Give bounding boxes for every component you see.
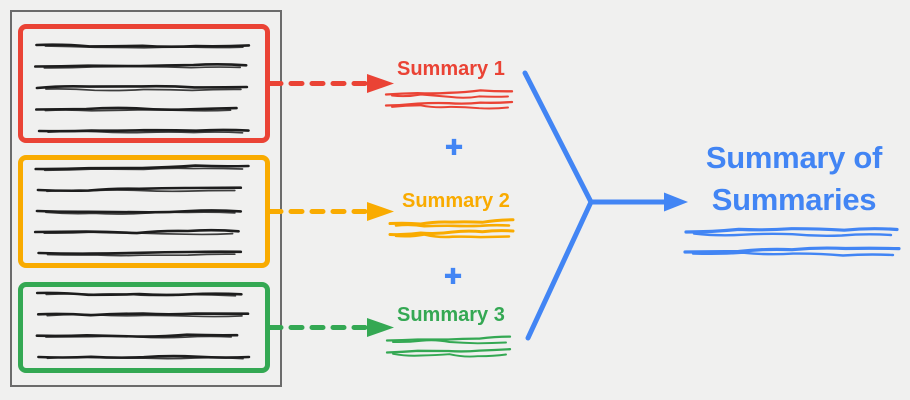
summary-2-scribble	[388, 218, 515, 239]
merge-arrow	[522, 70, 688, 341]
dashed-arrow-section-green	[267, 318, 394, 337]
summary-1-scribble	[384, 89, 514, 110]
scribble-text-lines-section-green	[35, 291, 251, 360]
summary-of-summaries-scribble	[683, 227, 901, 257]
summary-of-summaries-line2: Summaries	[711, 182, 877, 217]
summary-3-scribble	[385, 335, 512, 358]
dashed-arrow-section-red	[267, 74, 394, 93]
scribble-text-lines-section-yellow	[33, 164, 250, 257]
summary-1-label: Summary 1	[397, 58, 505, 80]
plus-operator-1: +	[445, 131, 464, 164]
source-document-frame	[10, 10, 282, 387]
dashed-arrow-section-yellow	[267, 202, 394, 221]
summary-3-label: Summary 3	[397, 304, 505, 326]
scribble-text-lines-section-red	[34, 43, 251, 134]
summary-2-label: Summary 2	[402, 190, 510, 212]
plus-operator-2: +	[444, 260, 463, 293]
summary-of-summaries-title: Summary of Summaries	[686, 137, 902, 221]
summary-of-summaries-line1: Summary of	[705, 140, 883, 175]
